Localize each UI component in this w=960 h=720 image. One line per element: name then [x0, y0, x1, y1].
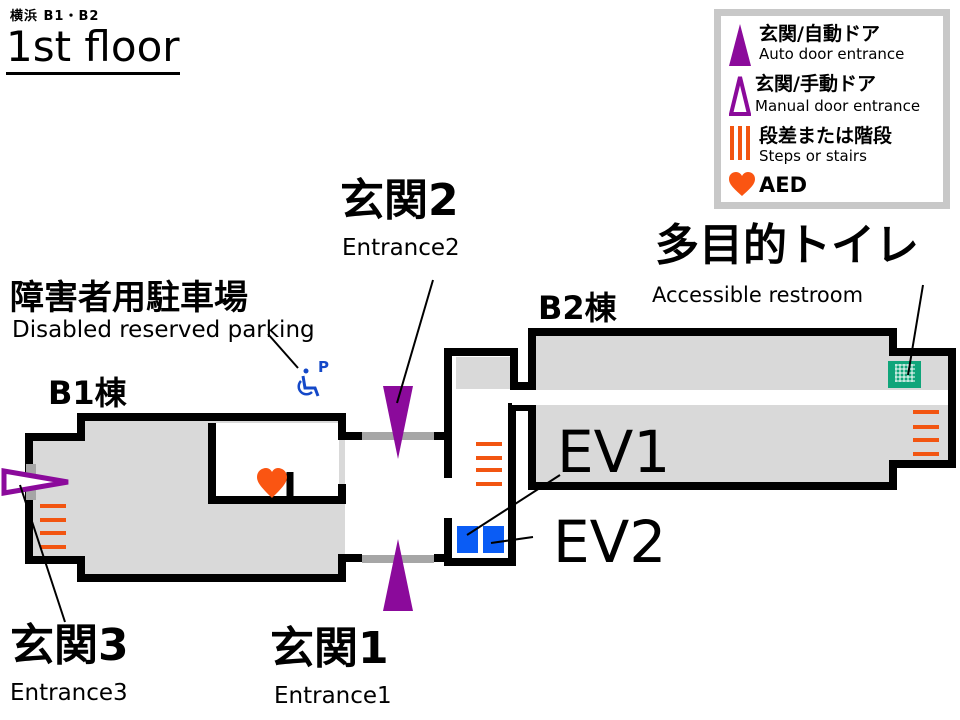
room-wall — [208, 423, 346, 504]
entrance3-label-jp: 玄関3 — [10, 620, 129, 671]
b2-wall-upper — [528, 328, 956, 490]
b2-corridor — [512, 390, 942, 405]
restroom-icon — [888, 361, 921, 388]
parking-label-en: Disabled reserved parking — [12, 317, 315, 343]
steps-hall — [476, 442, 502, 486]
legend-aed-label: AED — [759, 173, 808, 197]
page-title: 1st floor — [6, 22, 180, 75]
legend-manual-door-en: Manual door entrance — [755, 97, 921, 115]
restroom-label-jp: 多目的トイレ — [655, 220, 919, 271]
entrance2-label-jp: 玄関2 — [340, 175, 459, 226]
heart-icon — [729, 172, 755, 196]
building-b1 — [25, 413, 362, 582]
b2-floor-upper — [536, 336, 948, 390]
legend-steps-en: Steps or stairs — [759, 147, 867, 165]
entrance1-auto-door-icon — [383, 539, 413, 611]
hall-floor-top — [456, 357, 514, 389]
parking-p-icon: P — [318, 358, 329, 376]
building-b1-label: B1棟 — [48, 374, 127, 412]
legend-auto-door-en: Auto door entrance — [759, 45, 905, 63]
steps-b2 — [913, 410, 939, 456]
entrance3-label-en: Entrance3 — [10, 680, 128, 706]
entrance1-label-en: Entrance1 — [274, 683, 392, 709]
legend-steps-jp: 段差または階段 — [759, 125, 893, 147]
entrance2-leader — [396, 279, 434, 404]
b2-floor-lower — [536, 405, 948, 482]
building-b2 — [512, 328, 956, 490]
ev1-leader — [466, 474, 561, 536]
entrance1-label-jp: 玄関1 — [270, 623, 389, 674]
building-b2-label: B2棟 — [538, 289, 617, 327]
elevator-ev2 — [483, 526, 504, 553]
wheelchair-parking-icon — [297, 368, 320, 397]
legend-auto-door-jp: 玄関/自動ドア — [759, 23, 880, 45]
ev2-leader — [490, 536, 534, 544]
elevator-ev1 — [457, 526, 478, 553]
entrance2-auto-door-icon — [383, 386, 413, 459]
ev2-label: EV2 — [553, 508, 667, 576]
entrance3-leader — [19, 484, 66, 623]
auto-door-triangle-icon — [729, 24, 751, 66]
parking-leader — [267, 333, 299, 369]
steps-b1 — [40, 504, 66, 549]
steps-bars-icon — [730, 126, 750, 160]
restroom-leader — [907, 284, 924, 376]
restroom-label-en: Accessible restroom — [652, 283, 864, 307]
legend-manual-door-jp: 玄関/手動ドア — [755, 73, 876, 95]
entrance2-label-en: Entrance2 — [342, 235, 460, 261]
parking-label-jp: 障害者用駐車場 — [10, 278, 248, 318]
ev1-label: EV1 — [557, 418, 671, 486]
map-subtitle: 横浜 B1・B2 — [10, 9, 100, 24]
aed-heart-icon — [257, 468, 287, 498]
leader-lines — [19, 279, 924, 623]
manual-door-triangle-icon — [729, 76, 751, 116]
legend: 玄関/自動ドア Auto door entrance 玄関/手動ドア Manua… — [714, 9, 950, 209]
